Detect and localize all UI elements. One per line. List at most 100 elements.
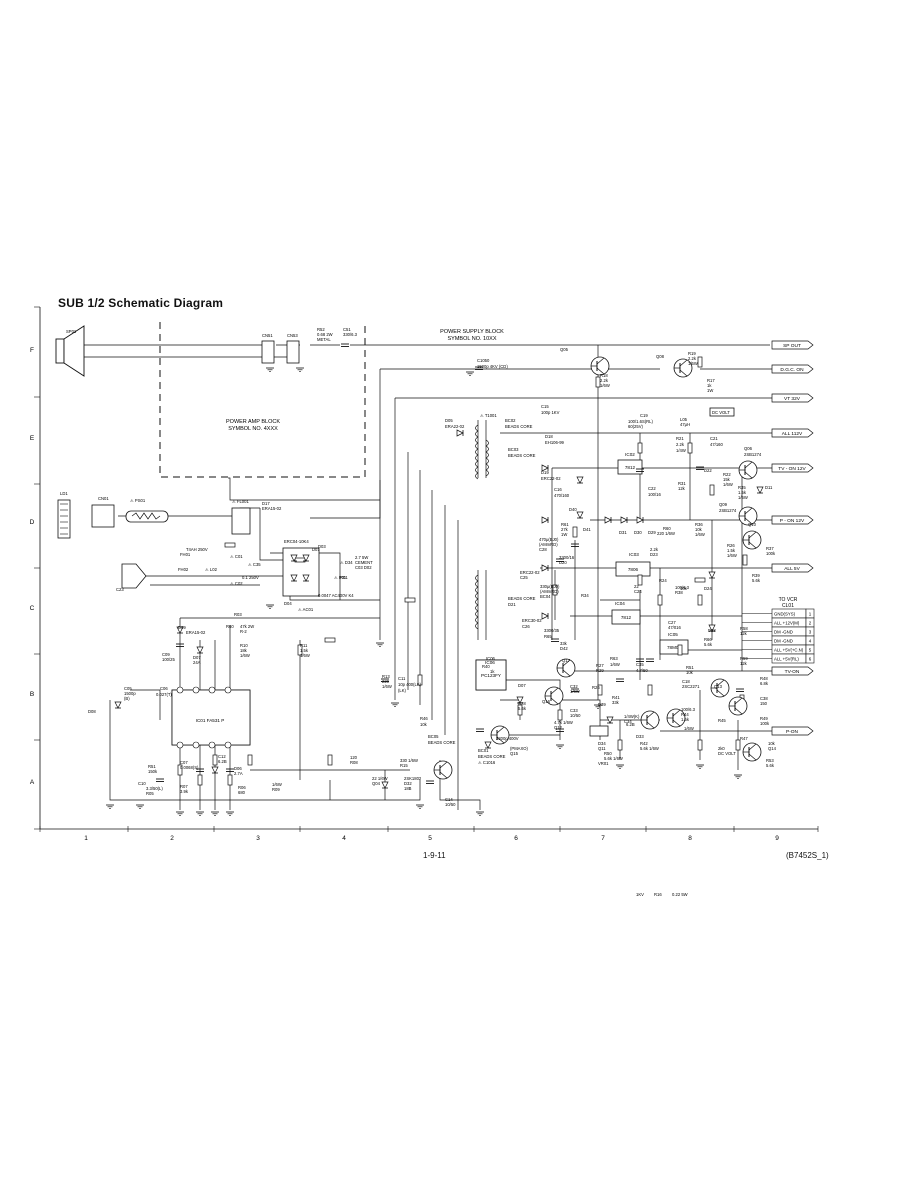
transformer-coil (475, 454, 479, 462)
connector-pin-number: 4 (809, 639, 812, 644)
component-label: C25 (520, 575, 528, 580)
ic01-pin (192, 686, 200, 694)
component-label: (B) (124, 696, 130, 701)
component-label: 0.22 5W (672, 892, 688, 897)
components-static (57, 340, 735, 737)
component-label: 24A (193, 660, 201, 665)
component-label: 100/1.6S(RL) (628, 419, 654, 424)
ic01-pin (208, 741, 216, 749)
transistor-symbol (640, 710, 660, 730)
component-label: 1k (707, 383, 712, 388)
component-label: D29 (648, 530, 656, 535)
component-label: C26 (522, 624, 530, 629)
transistor-symbol (738, 460, 758, 480)
column-label-2: 2 (170, 835, 174, 842)
ground-symbol (195, 811, 205, 816)
ic-ref-3: IC04 (615, 601, 625, 606)
diode-symbol (620, 516, 628, 524)
component-label: 1.5k (738, 490, 747, 495)
component-label: 1/6W (570, 689, 580, 694)
component-label: Q12 (554, 725, 563, 730)
component-label: R42 (640, 741, 648, 746)
component-label: 5.6k (766, 763, 775, 768)
resistor-symbol (697, 594, 703, 606)
output-arrow (771, 666, 814, 676)
component-label: 2SB1274 (719, 508, 737, 513)
component-label: R05 (146, 791, 154, 796)
row-label-D: D (30, 519, 35, 526)
transformer-coil (475, 598, 479, 606)
component-label: D03 (318, 544, 326, 549)
resistor-symbol (294, 557, 306, 563)
component-label: 3300/16 (559, 555, 575, 560)
transformer-coil (475, 436, 479, 444)
resistor-symbol (224, 542, 236, 548)
component-label: ⚠ C02 (230, 581, 243, 586)
resistor-symbol (687, 442, 693, 454)
component-label: 5.6k 1/6W (604, 756, 623, 761)
component-label: ⚠ FL001 (232, 499, 249, 504)
diode-symbol (756, 486, 764, 494)
output-label: ALL 5V (784, 566, 800, 572)
component-label: 2SC2271 (682, 684, 700, 689)
ground-symbol (265, 604, 275, 609)
resistor-symbol (709, 484, 715, 496)
ground-symbol (475, 811, 485, 816)
output-label: ALL 112V (782, 431, 803, 437)
component-label: 1500p 4KV (CD) (477, 364, 508, 369)
component-label: Q08 (656, 354, 665, 359)
component-label: C22 (648, 486, 656, 491)
component-label: D22 (704, 468, 712, 473)
ic-part-1: 7812 (625, 465, 636, 470)
output-label: P-ON (786, 729, 799, 735)
component-label: 120 (350, 755, 358, 760)
component-label: 0.68 2W (317, 332, 333, 337)
output-label: SP OUT (783, 343, 801, 349)
component-label: D06 (234, 766, 242, 771)
component-label: 100k (760, 721, 770, 726)
ic-box-0 (171, 689, 251, 746)
component-label: R45 (718, 718, 726, 723)
diode-symbol (541, 612, 549, 620)
component-label: 60(25V) (628, 424, 644, 429)
resistor-symbol (327, 754, 333, 766)
row-label-C: C (30, 605, 35, 612)
ic-ref-0: IC01 FA531 P (196, 718, 225, 723)
component-label: 2.7 5W (355, 555, 368, 560)
component-label: 2k0 (718, 746, 725, 751)
component-label: R-2 (240, 629, 247, 634)
resistor-symbol (617, 739, 623, 751)
connector-pin-name: ALL +5V(+C.N) (774, 648, 804, 653)
diode-symbol (576, 511, 584, 519)
ground-symbol (733, 774, 743, 779)
ground-symbol (465, 371, 475, 377)
component-label: 1.5k (300, 648, 309, 653)
component-label: C35 (636, 662, 644, 667)
output-arrow (771, 515, 814, 525)
component-label: BEADS CORE (508, 453, 536, 458)
component-label: C21 (710, 436, 718, 441)
ic-part-3: 7812 (621, 615, 632, 620)
resistor-symbol (694, 577, 706, 583)
component-label: R08 (350, 760, 358, 765)
component-label: R31 (678, 481, 686, 486)
component-label: CN51 (262, 333, 273, 338)
component-label: R29 (596, 668, 604, 673)
component-label: C38 (760, 696, 768, 701)
component-label: CN53 (287, 333, 298, 338)
resistor-symbol (212, 754, 218, 766)
component-label: C12 (218, 754, 226, 759)
transistor-symbol (742, 742, 762, 762)
component-label: R01 (340, 575, 348, 580)
column-label-9: 9 (775, 835, 779, 842)
component-label: R48 (760, 676, 768, 681)
transformer-coil (475, 592, 479, 600)
component-label: ⚠ L02 (205, 567, 218, 572)
component-label: C03 D02 (355, 565, 372, 570)
ic-box-1 (617, 459, 643, 475)
ground-symbol (135, 804, 145, 809)
transformer-coil (475, 466, 479, 474)
